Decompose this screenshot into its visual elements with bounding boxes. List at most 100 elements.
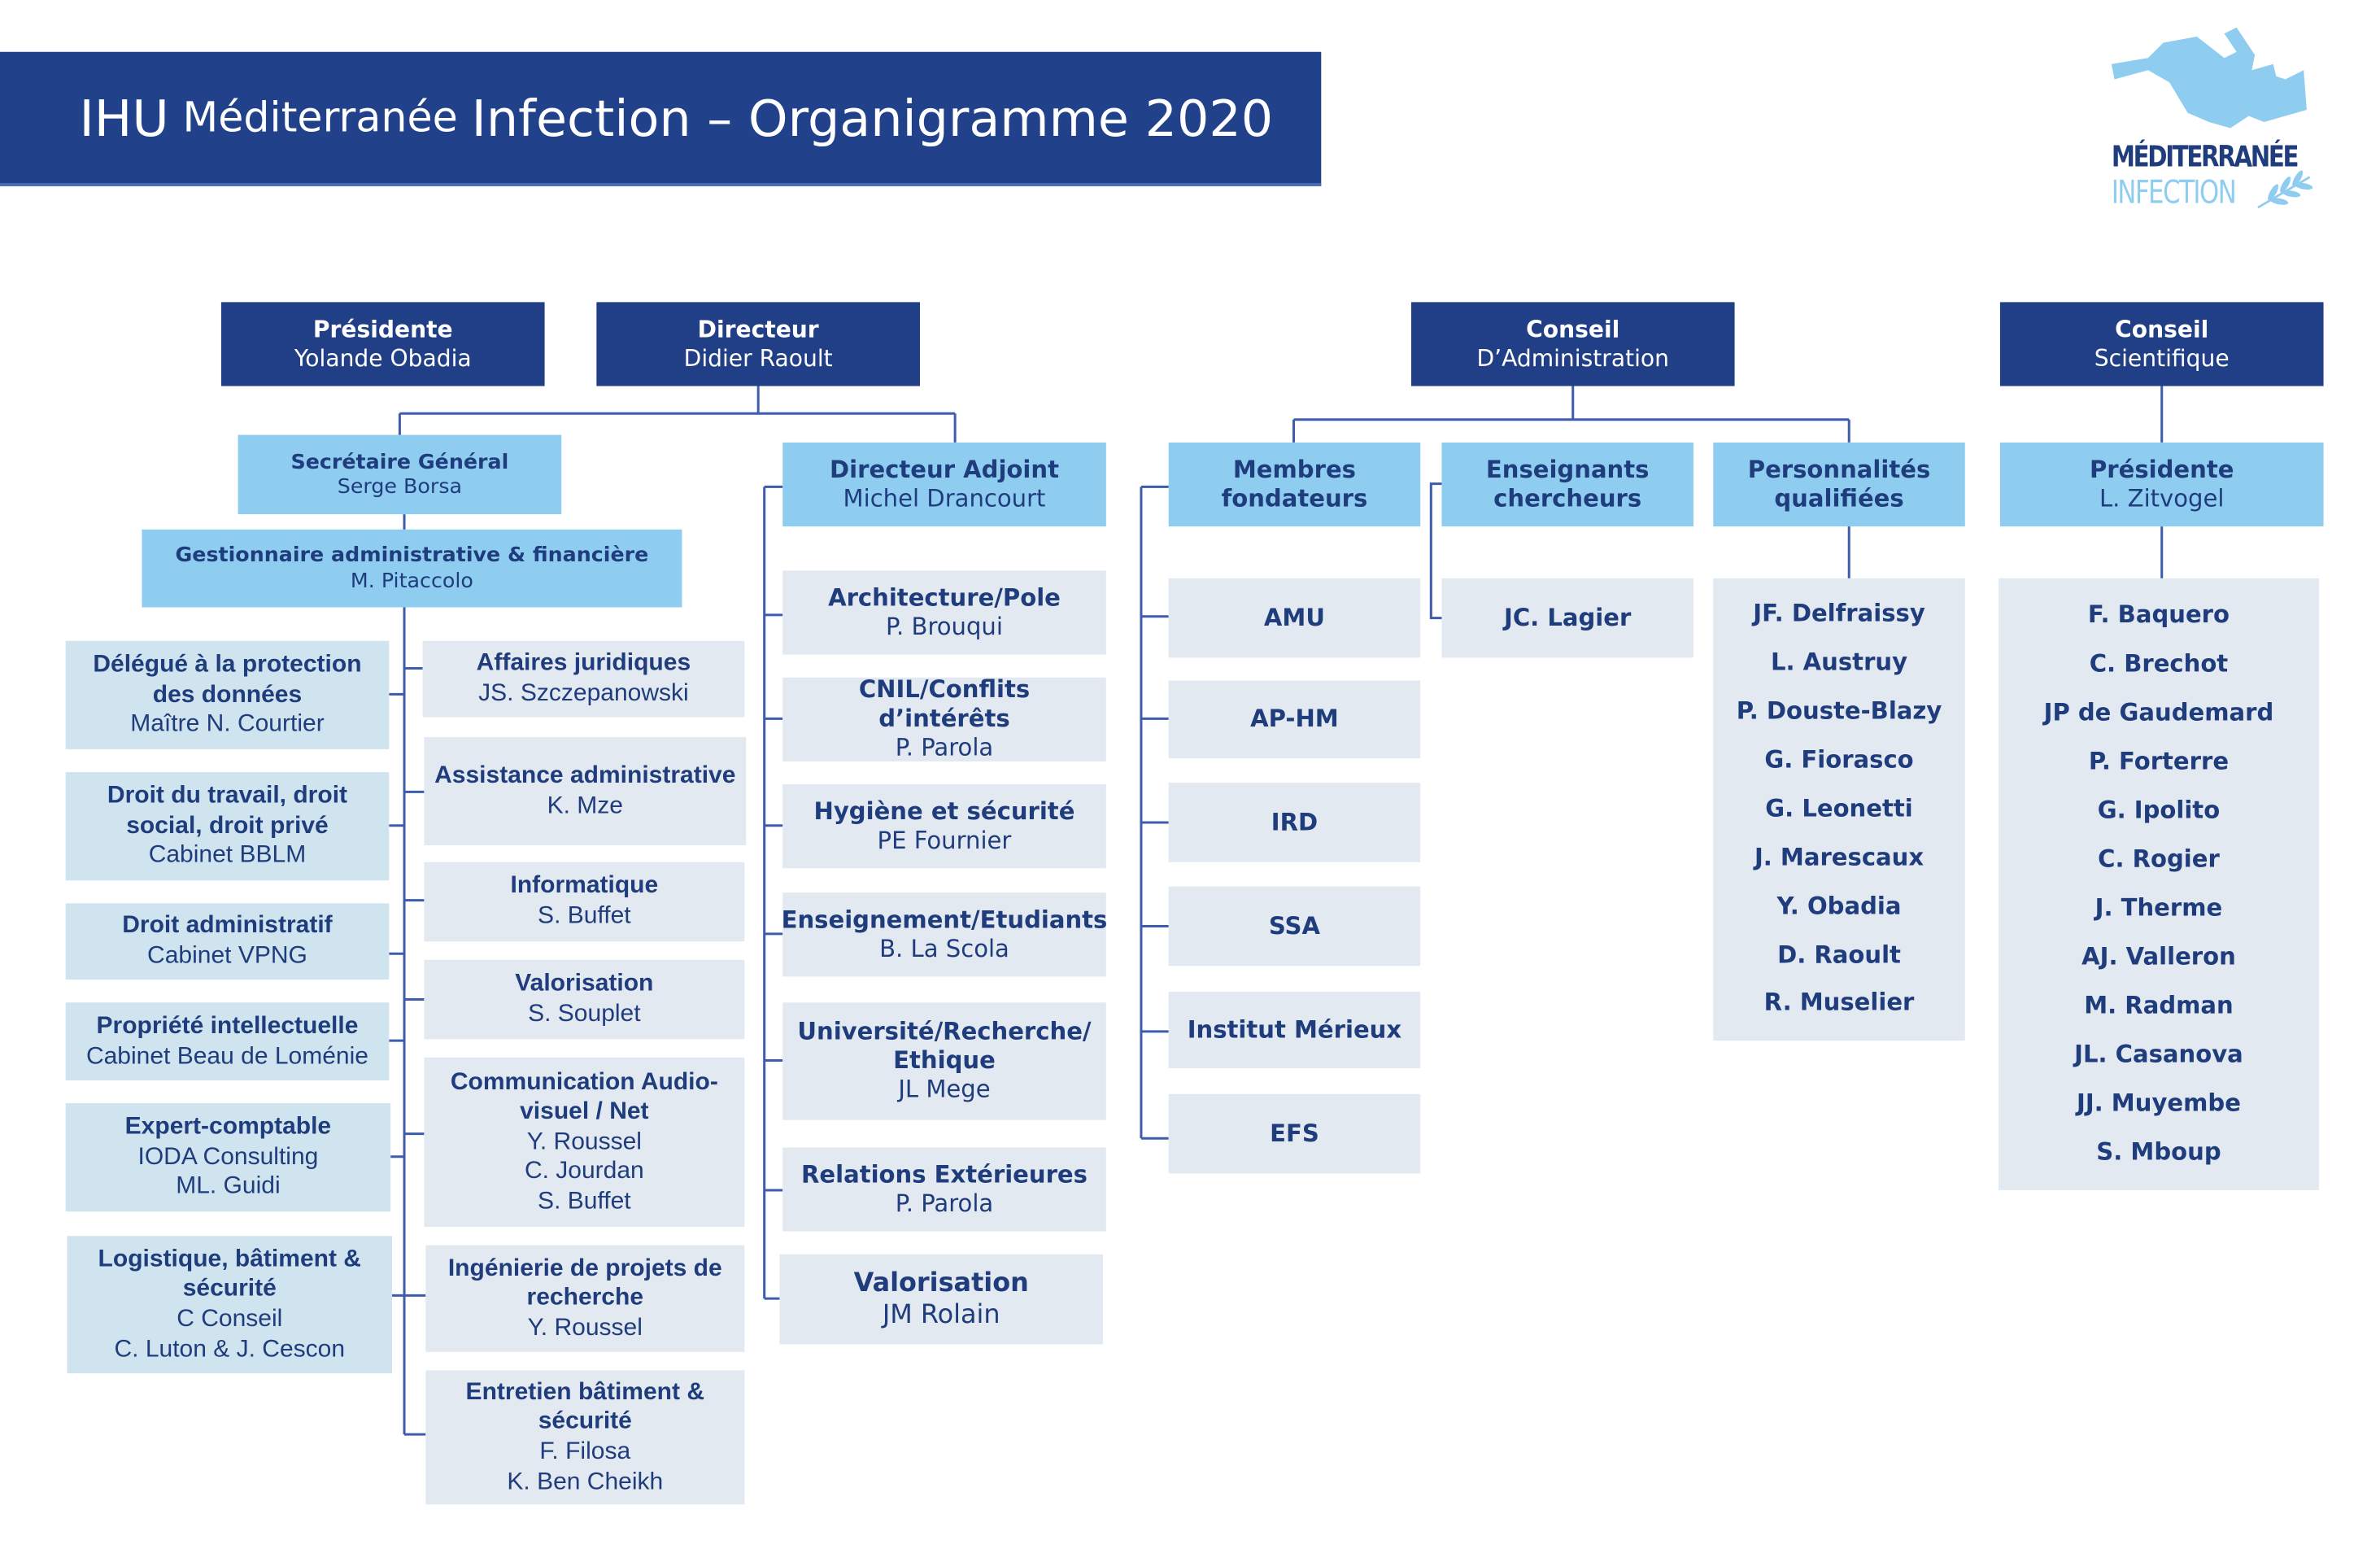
box-title: Membres fondateurs bbox=[1221, 456, 1368, 513]
member-name: R. Muselier bbox=[1763, 989, 1915, 1018]
box-line: D’Administration bbox=[1476, 343, 1669, 372]
box-line: M. Pitaccolo bbox=[350, 568, 473, 593]
box-title: Conseil bbox=[2115, 316, 2209, 344]
org-box-enseignants: Enseignants chercheurs bbox=[1441, 442, 1693, 527]
member-name: AJ. Valleron bbox=[2081, 943, 2236, 971]
title-suffix: Infection – Organigramme 2020 bbox=[471, 87, 1274, 147]
box-title: EFS bbox=[1270, 1119, 1319, 1147]
box-title: Droit administratif bbox=[122, 913, 333, 940]
member-name: G. Fiorasco bbox=[1764, 746, 1914, 774]
box-title: Directeur Adjoint bbox=[830, 456, 1059, 483]
box-title: Logistique, bâtiment & sécurité bbox=[98, 1246, 361, 1302]
box-title: Conseil bbox=[1526, 316, 1620, 344]
box-title: Délégué à la protection des données bbox=[93, 652, 362, 708]
title-prefix: IHU bbox=[79, 87, 169, 147]
box-line: Y. Roussel bbox=[527, 1315, 643, 1342]
box-title: IRD bbox=[1271, 808, 1319, 836]
org-box-droit-travail: Droit du travail, droit social, droit pr… bbox=[65, 772, 390, 881]
member-name: P. Douste-Blazy bbox=[1736, 697, 1942, 726]
box-line: P. Brouqui bbox=[886, 613, 1003, 640]
member-name: JP de Gaudemard bbox=[2043, 698, 2274, 727]
org-box-ssa: SSA bbox=[1168, 886, 1421, 966]
box-line: L. Zitvogel bbox=[2099, 484, 2225, 513]
member-name: C. Rogier bbox=[2098, 845, 2220, 873]
title-middle: Méditerranée bbox=[182, 94, 458, 142]
box-line: C. Luton & J. Cescon bbox=[114, 1336, 346, 1363]
box-line: P. Parola bbox=[895, 734, 994, 761]
box-line: S. Buffet bbox=[538, 1188, 631, 1215]
box-line: K. Mze bbox=[547, 792, 623, 819]
box-line: Cabinet VPNG bbox=[147, 943, 307, 970]
box-line: Maître N. Courtier bbox=[130, 711, 325, 738]
box-title: CNIL/Conflits d’intérêts bbox=[858, 676, 1031, 733]
box-line: Y. Roussel bbox=[526, 1128, 642, 1155]
box-title: Présidente bbox=[2089, 456, 2234, 483]
box-line: IODA Consulting bbox=[137, 1144, 319, 1171]
box-title: Gestionnaire administrative & financière bbox=[175, 543, 649, 568]
box-title: Ingénierie de projets de recherche bbox=[447, 1255, 722, 1311]
org-box-aphm: AP-HM bbox=[1168, 680, 1421, 759]
org-box-efs: EFS bbox=[1168, 1093, 1421, 1174]
box-title: Droit du travail, droit social, droit pr… bbox=[107, 783, 348, 840]
mediterranean-map-icon bbox=[2111, 27, 2307, 129]
org-box-membres: Membres fondateurs bbox=[1168, 442, 1421, 527]
member-name: Y. Obadia bbox=[1776, 892, 1902, 920]
box-line: B. La Scola bbox=[879, 934, 1009, 962]
box-line: F. Filosa bbox=[539, 1438, 631, 1465]
box-title: Université/Recherche/ Ethique bbox=[797, 1018, 1092, 1075]
box-line: Michel Drancourt bbox=[843, 484, 1046, 513]
logo-line1: MÉDITERRANÉE bbox=[2111, 140, 2299, 174]
box-line: Cabinet BBLM bbox=[148, 842, 307, 869]
box-title: Relations Extérieures bbox=[801, 1160, 1088, 1189]
box-title: Hygiène et sécurité bbox=[813, 797, 1075, 825]
box-line: S. Souplet bbox=[528, 1001, 641, 1028]
box-line: C. Jourdan bbox=[524, 1158, 644, 1185]
member-name: M. Radman bbox=[2084, 992, 2234, 1020]
org-box-lagier: JC. Lagier bbox=[1441, 578, 1693, 658]
mediterranee-infection-logo: MÉDITERRANÉE INFECTION bbox=[2103, 24, 2317, 216]
box-title: Personnalités qualifiées bbox=[1747, 456, 1931, 513]
box-title: Architecture/Pole bbox=[828, 583, 1061, 612]
box-line: JM Rolain bbox=[882, 1299, 1000, 1330]
org-box-ingenierie: Ingénierie de projets de recherche Y. Rou… bbox=[425, 1245, 745, 1352]
member-name: JJ. Muyembe bbox=[2077, 1089, 2241, 1118]
box-title: Affaires juridiques bbox=[476, 650, 691, 677]
box-line: ML. Guidi bbox=[176, 1173, 281, 1200]
box-title: Présidente bbox=[312, 316, 453, 344]
box-line: Scientifique bbox=[2094, 343, 2230, 372]
member-name: C. Brechot bbox=[2089, 649, 2229, 678]
member-name: JL. Casanova bbox=[2074, 1041, 2243, 1069]
box-title: Informatique bbox=[510, 873, 659, 900]
box-title: Communication Audio-visuel / Net bbox=[450, 1069, 718, 1125]
box-line: C Conseil bbox=[177, 1306, 283, 1333]
box-line: Yolande Obadia bbox=[294, 343, 472, 372]
member-name: JF. Delfraissy bbox=[1753, 600, 1925, 628]
box-title: JC. Lagier bbox=[1504, 603, 1632, 631]
box-line: PE Fournier bbox=[877, 826, 1012, 854]
org-box-personnalites: Personnalités qualifiées bbox=[1713, 442, 1965, 527]
box-title: Secrétaire Général bbox=[290, 449, 509, 474]
box-title: SSA bbox=[1268, 911, 1320, 940]
olive-branch-icon bbox=[2257, 170, 2313, 209]
box-title: AP-HM bbox=[1250, 705, 1339, 733]
member-name: J. Marescaux bbox=[1754, 843, 1924, 871]
org-box-merieux: Institut Mérieux bbox=[1168, 992, 1421, 1068]
member-name: G. Ipolito bbox=[2097, 796, 2221, 824]
